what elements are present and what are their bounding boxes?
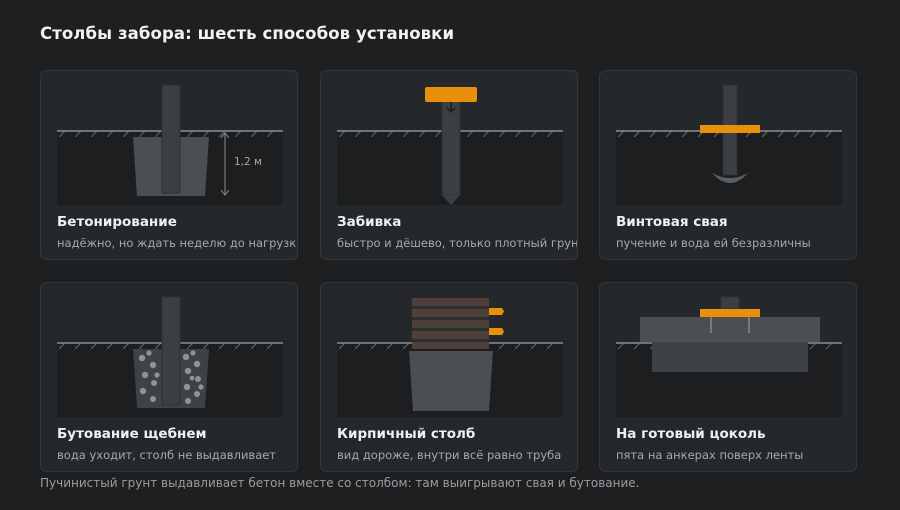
method-card-driven: Забивка быстро и дёшево, только плотный … [320, 70, 578, 260]
brick-illustration [337, 298, 563, 417]
strip-foundation [652, 341, 808, 372]
fence-brackets [489, 308, 504, 335]
method-title: Забивка [337, 214, 402, 230]
method-title: Бетонирование [57, 214, 177, 230]
ground-hatching [58, 342, 274, 350]
post [720, 296, 740, 310]
method-title: Бутование щебнем [57, 426, 207, 442]
arrow-down-icon [446, 102, 456, 114]
base-plate [700, 309, 760, 317]
method-card-concrete: 1,2 м Бетонирование надёжно, но ждать не… [40, 70, 298, 260]
method-subtitle: пучение и вода ей безразличны [616, 236, 811, 250]
method-card-brick: Кирпичный столб вид дороже, внутри всё р… [320, 282, 578, 472]
post [161, 84, 181, 194]
anchor-bolts [710, 317, 750, 333]
concrete-illustration [57, 84, 283, 205]
method-subtitle: надёжно, но ждать неделю до нагрузки [57, 236, 298, 250]
method-subtitle: быстро и дёшево, только плотный грунт [337, 236, 578, 250]
brick-column [412, 298, 489, 349]
method-subtitle: пята на анкерах поверх ленты [616, 448, 804, 462]
method-card-rubble: Бутование щебнем вода уходит, столб не в… [40, 282, 298, 472]
method-title: Кирпичный столб [337, 426, 476, 442]
screw-illustration [616, 84, 842, 205]
depth-dimension [220, 132, 230, 196]
method-title: На готовый цоколь [616, 426, 766, 442]
ground-hatching [617, 130, 833, 138]
page-title: Столбы забора: шесть способов установки [40, 24, 455, 43]
method-title: Винтовая свая [616, 214, 728, 230]
post [161, 296, 181, 406]
post [441, 98, 461, 196]
driven-illustration [337, 87, 563, 205]
method-card-plinth: На готовый цоколь пята на анкерах поверх… [599, 282, 857, 472]
post-tip [442, 195, 460, 205]
plinth [640, 317, 820, 342]
rubble-stones [138, 350, 204, 404]
screw-blade [712, 173, 748, 183]
pile-head-plate [700, 125, 760, 133]
driver-cap [425, 87, 477, 102]
footnote: Пучинистый грунт выдавливает бетон вмест… [40, 476, 640, 490]
depth-label: 1,2 м [234, 156, 262, 168]
rubble-illustration [57, 296, 283, 417]
method-subtitle: вид дороже, внутри всё равно труба [337, 448, 562, 462]
method-card-screw: Винтовая свая пучение и вода ей безразли… [599, 70, 857, 260]
concrete-footing [409, 351, 493, 411]
plinth-illustration [616, 296, 842, 417]
method-subtitle: вода уходит, столб не выдавливает [57, 448, 277, 462]
